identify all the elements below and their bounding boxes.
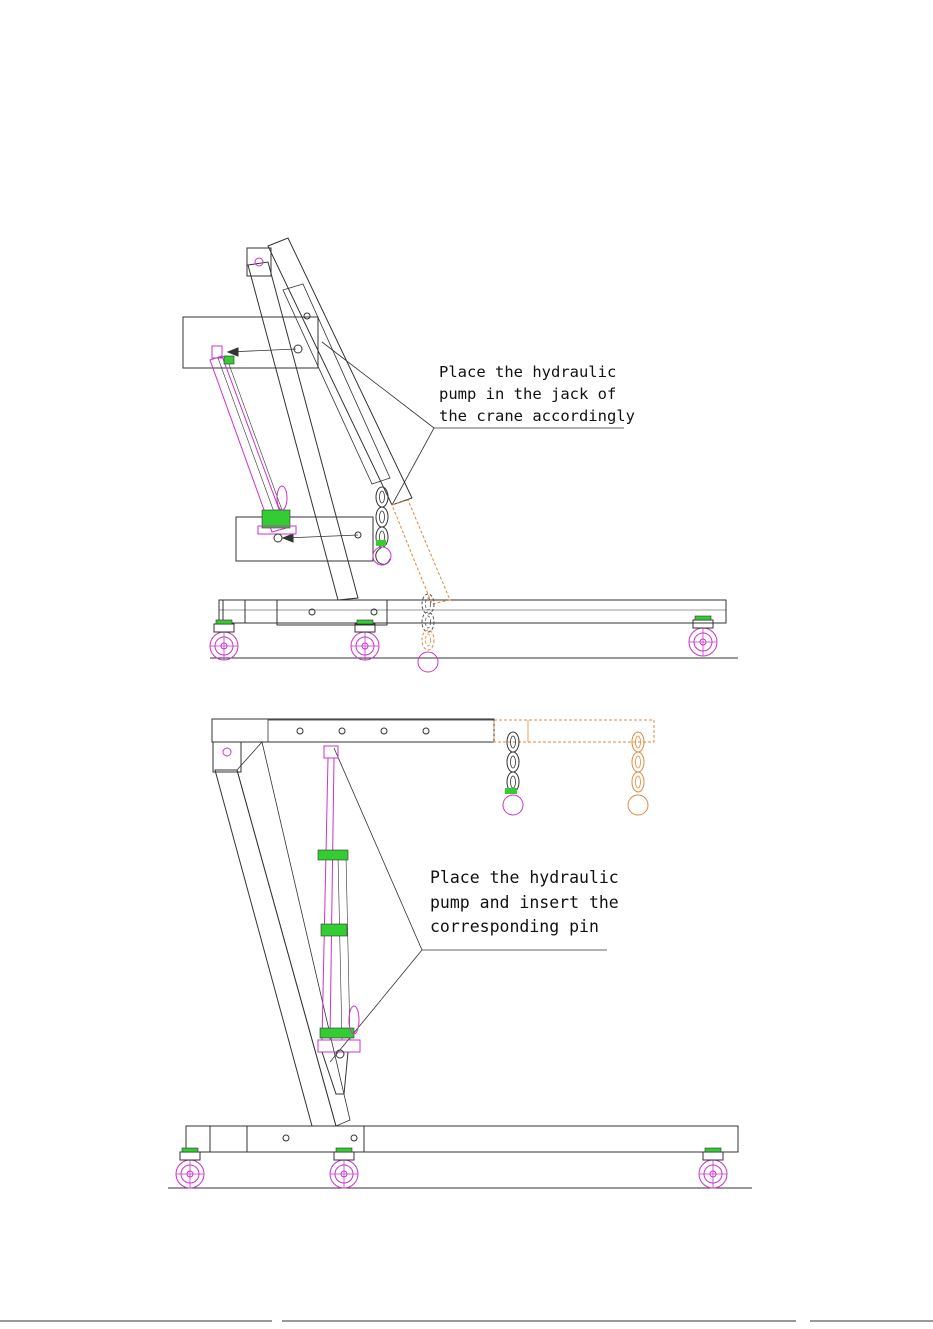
boom-ghost-position — [392, 500, 450, 672]
hook-chain — [373, 487, 391, 565]
hydraulic-jack — [210, 346, 296, 542]
boom-horizontal — [212, 719, 494, 742]
caster-wheel-icon — [689, 616, 717, 656]
mast — [248, 262, 358, 600]
annotation-line: pump and insert the — [430, 891, 619, 916]
caster-wheel-icon — [176, 1148, 204, 1188]
callout-box-upper — [183, 317, 318, 368]
mast — [215, 770, 336, 1126]
folded-crane-diagram — [183, 238, 738, 672]
annotation-line: pump in the jack of — [439, 383, 635, 405]
caster-wheel-icon — [330, 1148, 358, 1188]
annotation-line: corresponding pin — [430, 915, 619, 940]
base-end-block — [223, 600, 245, 623]
hook-chain-ghost — [628, 732, 648, 815]
base-beam — [219, 600, 726, 623]
annotation-line: Place the hydraulic — [439, 361, 635, 383]
extended-crane-diagram — [168, 719, 752, 1188]
caster-wheel-icon — [351, 620, 379, 660]
hook-chain — [503, 732, 523, 815]
annotation-line: Place the hydraulic — [430, 866, 619, 891]
callout-box-lower — [236, 517, 373, 561]
hydraulic-jack — [318, 746, 360, 1094]
caster-wheel-icon — [699, 1148, 727, 1188]
base-beam — [186, 1126, 738, 1152]
caster-wheel-icon — [210, 620, 238, 660]
annotation-line: the crane accordingly — [439, 405, 635, 427]
mast-pivot-block — [213, 742, 241, 772]
boom — [268, 238, 412, 505]
boom-extension-ghost — [494, 720, 654, 742]
